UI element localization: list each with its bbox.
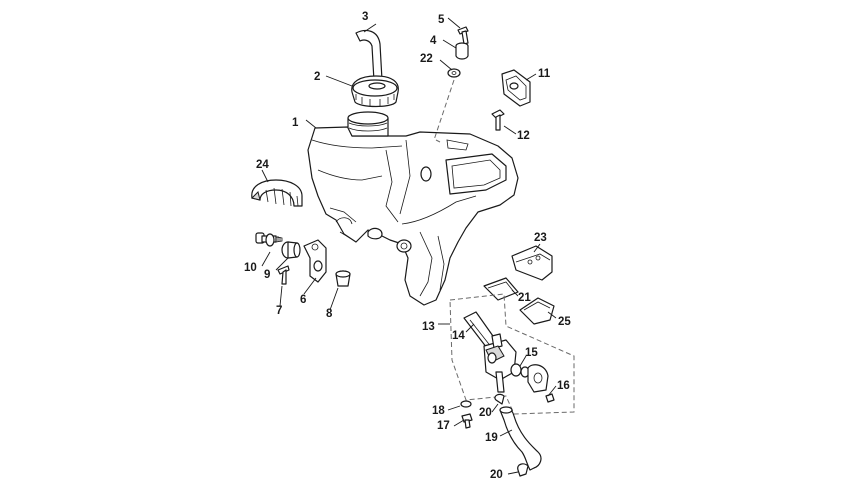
hose-clip-upper bbox=[494, 393, 505, 405]
drain-washer bbox=[460, 400, 472, 408]
side-bracket bbox=[511, 245, 553, 281]
callout-8: 8 bbox=[326, 308, 333, 320]
callout-20-lower: 20 bbox=[490, 469, 503, 481]
fuel-tap bbox=[483, 333, 517, 393]
callout-5: 5 bbox=[438, 14, 445, 26]
callout-7: 7 bbox=[276, 305, 282, 317]
top-bolt bbox=[457, 26, 469, 45]
rear-bolt bbox=[491, 109, 505, 131]
callout-11: 11 bbox=[538, 68, 551, 80]
callout-10: 10 bbox=[244, 262, 257, 274]
callout-2: 2 bbox=[314, 71, 320, 83]
callout-21: 21 bbox=[518, 292, 531, 304]
callout-24: 24 bbox=[256, 159, 269, 171]
callout-19: 19 bbox=[485, 432, 498, 444]
callout-16: 16 bbox=[557, 380, 570, 392]
callout-1: 1 bbox=[292, 117, 299, 129]
callout-25: 25 bbox=[558, 316, 571, 328]
heat-shield bbox=[483, 277, 519, 301]
callout-3: 3 bbox=[362, 11, 368, 23]
callout-23: 23 bbox=[534, 232, 547, 244]
callout-15: 15 bbox=[525, 347, 538, 359]
drain-screw bbox=[461, 413, 473, 429]
valve-lever bbox=[527, 364, 555, 403]
callout-12: 12 bbox=[517, 130, 530, 142]
callout-9: 9 bbox=[264, 269, 270, 281]
fuel-tank bbox=[307, 111, 519, 306]
rear-bracket bbox=[501, 69, 531, 107]
callout-4: 4 bbox=[430, 35, 437, 47]
washer bbox=[447, 68, 461, 78]
mounting-bolt bbox=[255, 232, 283, 247]
o-ring bbox=[510, 363, 530, 378]
mounting-bracket bbox=[303, 239, 327, 283]
rubber-cover bbox=[251, 179, 303, 207]
hose-clip-lower bbox=[517, 463, 529, 477]
callout-17: 17 bbox=[437, 420, 450, 432]
rubber-bushing bbox=[281, 241, 301, 259]
callout-13: 13 bbox=[422, 321, 435, 333]
callout-18: 18 bbox=[432, 405, 445, 417]
callout-22: 22 bbox=[420, 53, 433, 65]
callout-20-upper: 20 bbox=[479, 407, 492, 419]
side-cover bbox=[519, 297, 555, 325]
callout-14: 14 bbox=[452, 330, 465, 342]
breather-hose bbox=[355, 29, 383, 84]
callout-6: 6 bbox=[300, 294, 306, 306]
callout-labels: 1 2 3 4 5 6 7 8 9 10 11 12 13 14 15 16 1… bbox=[244, 11, 571, 481]
grommet bbox=[335, 270, 351, 287]
small-bolt bbox=[277, 265, 290, 285]
fuel-cap bbox=[351, 75, 399, 108]
leader-lines bbox=[261, 17, 557, 475]
collar bbox=[455, 42, 469, 60]
fuel-line bbox=[499, 406, 542, 471]
